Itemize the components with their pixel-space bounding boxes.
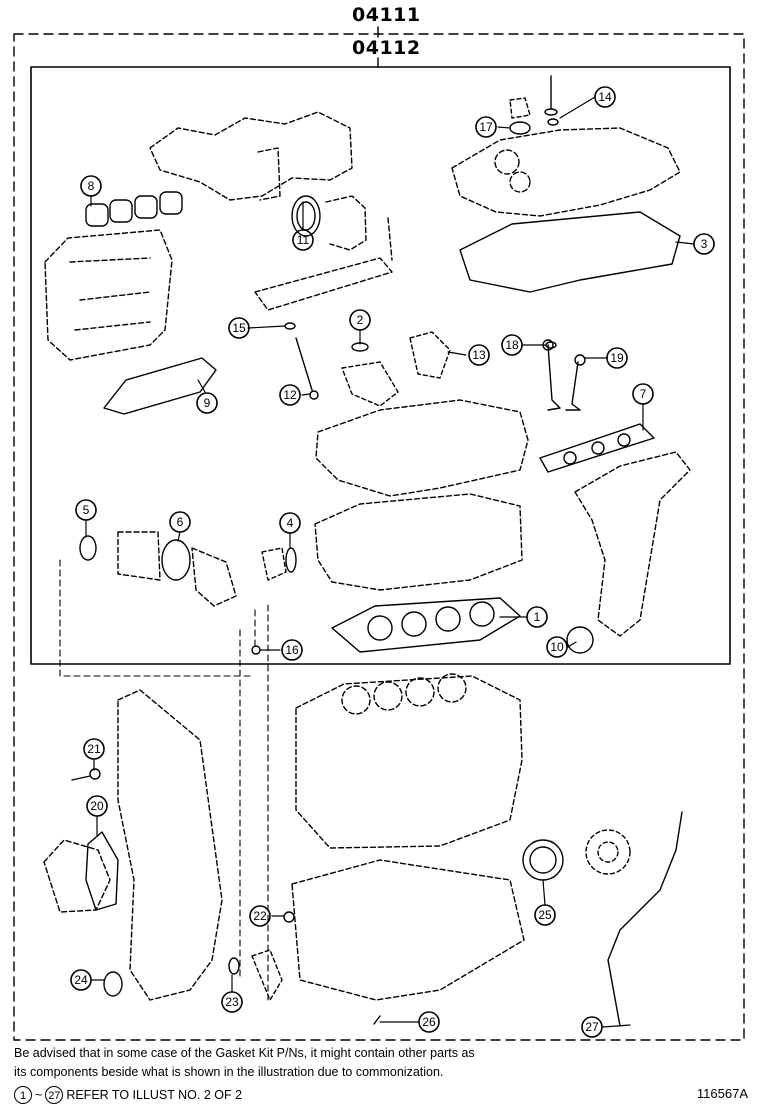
callout-circle-27 (581, 1016, 603, 1038)
callout-circle-20 (86, 795, 108, 817)
flywheel-drawing (585, 829, 631, 875)
callout-circle-23 (221, 991, 243, 1013)
callout-label: 22 (253, 909, 267, 923)
valve-drawing (542, 339, 586, 411)
callout-label: 15 (232, 321, 246, 335)
callout-label: 9 (204, 396, 211, 410)
part-code-inner: 04112 (352, 37, 421, 59)
callout-circle-9 (196, 392, 218, 414)
callout-label: 19 (610, 351, 624, 365)
cylinder-block-drawing (295, 673, 523, 849)
callout-circle-3 (693, 233, 715, 255)
exhaust-manifold-drawing (574, 451, 691, 637)
callout-label: 24 (74, 973, 88, 987)
ref-to-marker: 27 (45, 1086, 64, 1104)
intake-port-gasket-drawing (85, 191, 183, 227)
callout-label: 14 (598, 90, 612, 104)
callout-label: 8 (88, 179, 95, 193)
callout-label: 6 (177, 515, 184, 529)
callout-circle-15 (228, 317, 250, 339)
callout-label: 18 (505, 338, 519, 352)
part-code-outer: 04111 (352, 4, 421, 26)
callout-markers (70, 86, 715, 1038)
intake-manifold-drawing (149, 111, 353, 201)
callout-label: 5 (83, 503, 90, 517)
callout-label: 1 (534, 610, 541, 624)
callout-label: 12 (283, 388, 297, 402)
callout-circle-5 (75, 499, 97, 521)
fuel-rail-drawing (254, 217, 393, 311)
figure-id: 116567A (696, 1086, 748, 1101)
callout-label: 26 (422, 1015, 436, 1029)
callout-label: 25 (538, 908, 552, 922)
disclaimer-line-2: its components beside what is shown in t… (14, 1065, 444, 1079)
valve-cover-drawing (451, 127, 681, 217)
callout-circle-24 (70, 969, 92, 991)
callout-circle-22 (249, 905, 271, 927)
cylinder-head-gasket-drawing (331, 597, 521, 653)
ref-text: REFER TO ILLUST NO. 2 OF 2 (66, 1088, 243, 1102)
sensor-2-13-drawing (341, 331, 451, 407)
callout-label: 2 (357, 313, 364, 327)
exhaust-manifold-gasket-drawing (539, 423, 655, 473)
disclaimer-line-1: Be advised that in some case of the Gask… (14, 1046, 475, 1060)
outer-kit-boundary (13, 33, 745, 1041)
callout-label: 17 (479, 120, 493, 134)
oil-cap-drawing (509, 97, 531, 119)
thermostat-housing-drawing (79, 531, 237, 607)
callout-circle-4 (279, 512, 301, 534)
callout-label: 23 (225, 995, 239, 1009)
callout-label: 10 (550, 640, 564, 654)
valve-cover-gasket-drawing (459, 211, 681, 293)
intake-runner-drawing (44, 229, 173, 361)
timing-chain-cover-drawing (43, 689, 223, 1001)
leader-lines (59, 559, 269, 1001)
oil-level-gauge-drawing (607, 811, 683, 1027)
callout-circle-2 (349, 309, 371, 331)
callout-circle-16 (281, 639, 303, 661)
callout-circle-19 (606, 347, 628, 369)
callout-label: 27 (585, 1020, 599, 1034)
ref-tilde: ~ (35, 1088, 43, 1102)
callout-label: 20 (90, 799, 104, 813)
callout-circle-26 (418, 1011, 440, 1033)
gasket-10-drawing (566, 626, 594, 654)
small-parts-drawing (71, 322, 557, 1025)
oil-seal-24-drawing (103, 971, 123, 997)
callout-circle-25 (534, 904, 556, 926)
callout-circle-7 (632, 383, 654, 405)
callout-leaders (85, 96, 695, 1028)
callout-circle-13 (468, 344, 490, 366)
reference-note: 1 ~ 27 REFER TO ILLUST NO. 2 OF 2 (14, 1086, 242, 1104)
callout-circle-21 (83, 738, 105, 760)
callout-circle-12 (279, 384, 301, 406)
callout-label: 16 (285, 643, 299, 657)
callout-circle-14 (594, 86, 616, 108)
part-4-drawing (261, 547, 297, 581)
callout-circle-11 (292, 229, 314, 251)
oil-seal-17-drawing (509, 121, 531, 135)
ref-from-marker: 1 (14, 1086, 32, 1104)
callout-label: 7 (640, 387, 647, 401)
rear-oil-seal-drawing (522, 839, 564, 881)
intake-manifold-gasket-drawing (103, 357, 217, 415)
callout-label: 3 (701, 237, 708, 251)
callout-circle-17 (475, 116, 497, 138)
callout-label: 13 (472, 348, 486, 362)
inner-kit-boundary (30, 66, 731, 665)
callout-circle-8 (80, 175, 102, 197)
cylinder-head-drawing (314, 399, 529, 591)
callout-circle-1 (526, 606, 548, 628)
callout-label: 4 (287, 516, 294, 530)
callout-label: 21 (87, 742, 101, 756)
callout-circle-6 (169, 511, 191, 533)
callout-circle-18 (501, 334, 523, 356)
bolt-14-drawing (544, 75, 559, 126)
callout-label: 11 (297, 233, 310, 247)
water-pump-gasket-drawing (85, 831, 119, 911)
callout-circle-10 (546, 636, 568, 658)
oil-pan-drawing (291, 859, 525, 1001)
